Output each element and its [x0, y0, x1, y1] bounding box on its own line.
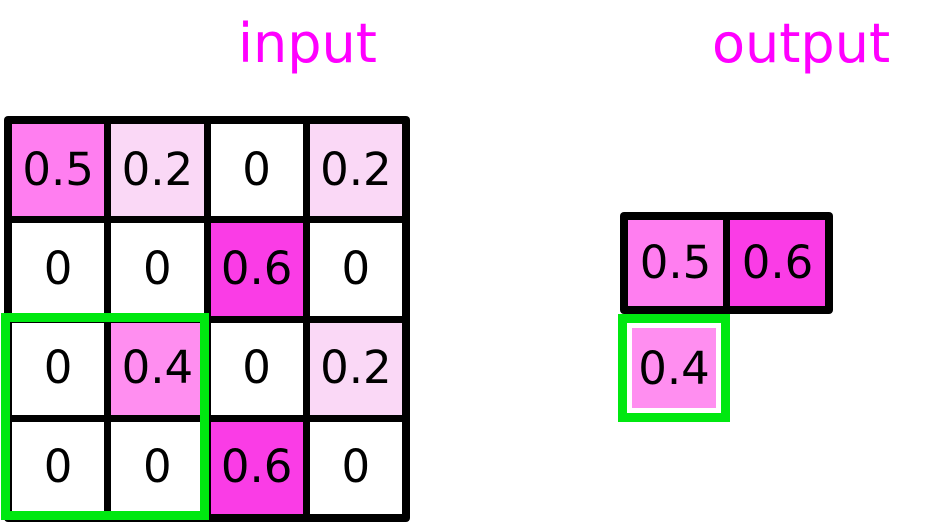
output-panel-title: output — [712, 12, 891, 75]
output-cell-r0c1[interactable]: 0.6 — [730, 220, 825, 306]
input-cell-r2c0[interactable]: 0 — [12, 322, 105, 415]
input-cell-value-r3c2: 0.6 — [220, 440, 293, 494]
input-cell-r1c1[interactable]: 0 — [111, 223, 204, 316]
input-cell-value-r0c3: 0.2 — [320, 142, 392, 196]
input-cell-value-r2c3: 0.2 — [320, 341, 392, 395]
input-cell-value-r3c3: 0 — [341, 440, 371, 494]
input-cell-value-r0c0: 0.5 — [22, 142, 94, 196]
input-cell-r2c3[interactable]: 0.2 — [309, 322, 402, 415]
output-selection-box[interactable]: 0.4 — [618, 314, 730, 422]
output-cell-value-r0c0: 0.5 — [639, 235, 712, 289]
output-cell-value-r1c0: 0.4 — [638, 341, 710, 395]
input-cell-value-r2c1: 0.4 — [121, 341, 194, 395]
input-cell-r1c3[interactable]: 0 — [309, 223, 402, 316]
input-cell-value-r0c2: 0 — [242, 142, 271, 196]
input-cell-r3c1[interactable]: 0 — [111, 421, 204, 514]
input-cell-r2c1[interactable]: 0.4 — [111, 322, 204, 415]
output-cell-r1c0: 0.4 — [632, 328, 716, 408]
input-cell-value-r1c1: 0 — [143, 241, 172, 295]
input-cell-value-r2c2: 0 — [242, 341, 271, 395]
input-cell-r1c2[interactable]: 0.6 — [210, 223, 303, 316]
output-grid-row-0: 0.5 0.6 — [620, 212, 833, 314]
output-cell-value-r0c1: 0.6 — [741, 235, 814, 289]
output-cell-r0c0[interactable]: 0.5 — [628, 220, 723, 306]
input-cell-r2c2[interactable]: 0 — [210, 322, 303, 415]
input-cell-r3c3[interactable]: 0 — [309, 421, 402, 514]
input-cell-r0c3[interactable]: 0.2 — [309, 124, 402, 217]
input-cell-r0c0[interactable]: 0.5 — [12, 124, 105, 217]
input-cell-r0c2[interactable]: 0 — [210, 124, 303, 217]
input-cell-r3c0[interactable]: 0 — [12, 421, 105, 514]
input-cell-value-r3c1: 0 — [143, 440, 172, 494]
input-cell-value-r3c0: 0 — [43, 440, 73, 494]
input-cell-value-r1c3: 0 — [341, 241, 371, 295]
input-cell-r0c1[interactable]: 0.2 — [111, 124, 204, 217]
input-cell-r1c0[interactable]: 0 — [12, 223, 105, 316]
input-cell-value-r2c0: 0 — [43, 341, 73, 395]
input-cell-value-r0c1: 0.2 — [121, 142, 194, 196]
input-grid: 0.5 0.2 0 0.2 0 0 0.6 0 0 0.4 — [4, 116, 410, 522]
input-cell-r3c2[interactable]: 0.6 — [210, 421, 303, 514]
input-cell-value-r1c0: 0 — [43, 241, 73, 295]
input-panel-title: input — [238, 12, 377, 75]
input-cell-value-r1c2: 0.6 — [220, 241, 293, 295]
